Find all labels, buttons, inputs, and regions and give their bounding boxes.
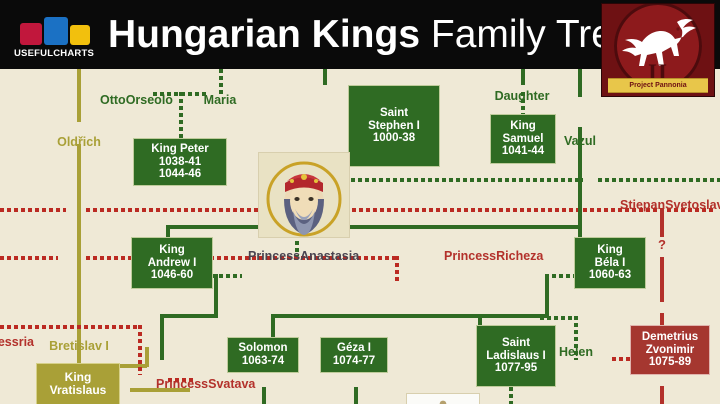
label-daughter: Daughter [494,89,550,103]
line-red-dash-mid-c [210,256,395,260]
node-king-samuel[interactable]: King Samuel 1041-44 [490,114,556,164]
line-stephen-up [323,69,327,85]
line-bela-stem [578,225,582,248]
line-vratislaus-stem [145,347,149,367]
node-king-andrew[interactable]: King Andrew I 1046-60 [131,237,213,289]
page-title-bold: Hungarian Kings [108,13,421,56]
usefulcharts-logo: USEFULCHARTS [8,17,100,59]
project-pannonia-logo: II Project Pannonia [601,3,715,97]
label-princess-maria: cessria [0,335,34,349]
page-title: Hungarian Kings Family Tree [108,9,635,61]
line-red-dash-lower-drop [138,325,142,375]
line-andrew-children-stem [214,274,218,316]
line-solomon-stem [160,314,164,360]
winged-horse-icon [622,18,696,66]
label-vazul: Vazul [564,134,596,148]
label-stjepan-unknown: ? [658,237,666,252]
line-stjepan-lower [660,257,664,302]
line-vazul-down [578,127,582,227]
line-red-dash-mid-a [0,256,58,260]
line-oldrich-bretislav [77,144,81,366]
line-richeza-drop [395,256,399,284]
logo-bar-red [20,23,42,45]
label-oldrich: Oldřich [57,135,101,149]
line-andrew-stem [166,225,170,248]
label-princess-svatava: PrincessSvatava [156,377,256,391]
line-stjepan-upper [660,209,664,237]
node-king-bela[interactable]: King Béla I 1060-63 [574,237,646,289]
line-oldrich-top [77,69,81,122]
line-andrew-children-bar [160,314,218,318]
logo-bar-blue [44,17,68,45]
line-bela-children-stem [545,274,549,316]
node-king-vratislaus[interactable]: King Vratislaus [36,363,120,404]
page-title-light: Family Tree [430,13,635,56]
line-solomon-down [262,387,266,404]
label-otto-orseolo: OttoOrseolo [100,93,173,107]
line-red-dash-left-b [86,208,716,212]
line-peter-parent [179,92,183,138]
label-helen: Helen [558,345,594,359]
line-bela-marriage [545,274,575,278]
line-bela-children-bar [271,314,549,318]
logo-bar-yellow [70,25,90,45]
node-geza[interactable]: Géza I 1074-77 [320,337,388,373]
line-ladislaus-down [509,387,513,404]
line-anastasia-top-dash [295,178,583,182]
node-saint-stephen[interactable]: Saint Stephen I 1000-38 [348,85,440,167]
line-geza-down [354,387,358,404]
line-maria-up [219,69,223,94]
saint-stephen-portrait [258,152,350,238]
line-svatava-marriage [168,378,194,382]
logo-wordmark: USEFULCHARTS [14,48,94,59]
label-princess-richeza: PrincessRicheza [444,249,544,263]
line-vazul-up [578,69,582,97]
line-top-dash-right [598,178,720,182]
line-daughter-up [521,69,525,85]
node-solomon[interactable]: Solomon 1063-74 [227,337,299,373]
saint-ladislaus-portrait [406,393,480,404]
label-maria: Maria [203,93,237,107]
family-tree-canvas: OttoOrseolo Maria Daughter Vazul Oldřich… [0,69,720,404]
line-demetrius-marriage [612,357,642,361]
pannonia-banner-text: Project Pannonia [608,78,708,93]
line-red-dash-left-a [0,208,66,212]
line-sibling-bar-upper [166,225,582,229]
line-andrew-marriage [212,274,242,278]
label-princess-anastasia: PrincessAnastasia [248,249,360,263]
node-king-peter[interactable]: King Peter 1038-41 1044-46 [133,138,227,186]
node-saint-ladislaus[interactable]: Saint Ladislaus I 1077-95 [476,325,556,387]
node-demetrius-zvonimir[interactable]: Demetrius Zvonimir 1075-89 [630,325,710,375]
line-demetrius-down [660,386,664,404]
line-helen-link [540,316,576,320]
line-vratislaus-marriage [146,388,182,392]
line-helen-drop [574,316,578,360]
line-geza-stem [271,314,275,350]
line-red-dash-lower [0,325,142,329]
label-stjepan-svetoslavic: StjepanSvetoslavić [620,198,720,212]
header-banner: USEFULCHARTS Hungarian Kings Family Tree… [0,0,720,97]
label-bretislav: Bretislav I [49,339,109,353]
